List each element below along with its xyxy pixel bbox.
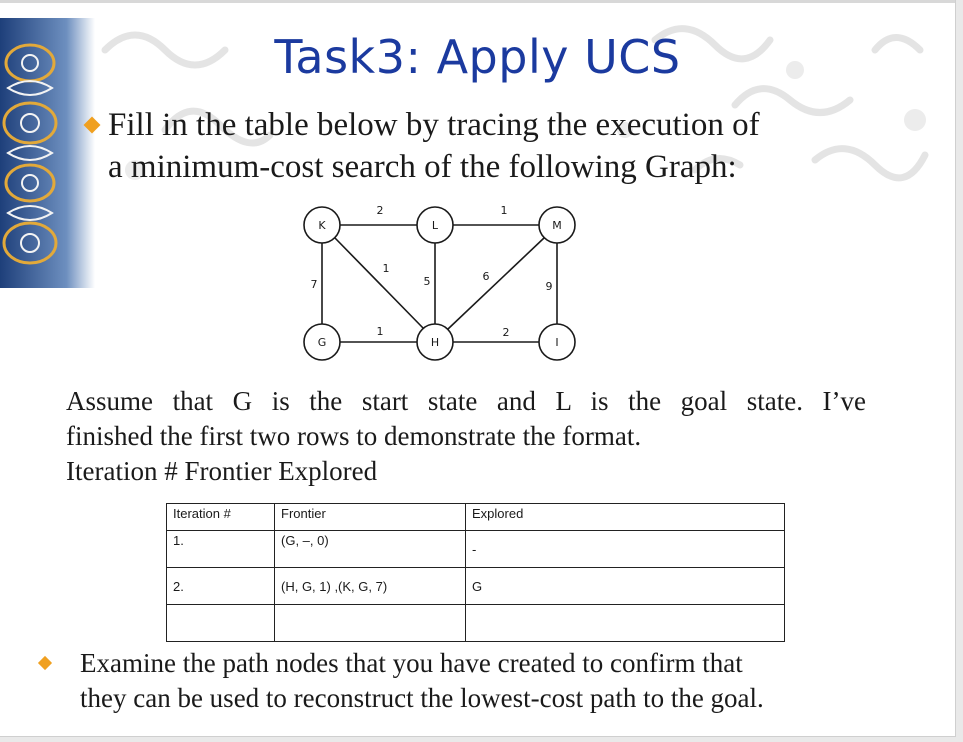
cell-frontier: (H, G, 1) ,(K, G, 7): [274, 567, 466, 605]
node-g: [303, 323, 341, 361]
header-iteration: Iteration #: [166, 503, 275, 531]
node-m-label: M: [552, 219, 562, 232]
edge-m-i-cost: 9: [546, 280, 553, 293]
node-g-label: G: [318, 336, 327, 349]
table-row: [166, 604, 785, 642]
node-k: [303, 206, 341, 244]
table-row: 1. (G, –, 0) -: [166, 530, 785, 568]
edge-h-i-cost: 2: [503, 326, 510, 339]
edge-k-h-cost: 1: [383, 262, 390, 275]
node-i-label: I: [555, 336, 558, 349]
cell-iteration: 2.: [166, 567, 275, 605]
ucs-trace-table: Iteration # Frontier Explored 1. (G, –, …: [166, 503, 785, 642]
examine-bullet-icon: [37, 655, 53, 671]
intro-line-2: a minimum-cost search of the following G…: [108, 149, 737, 185]
cell-explored: -: [465, 530, 785, 568]
cell-frontier: [274, 604, 466, 642]
edge-l-m-cost: 1: [501, 204, 508, 217]
node-m: [538, 206, 576, 244]
assumption-line-2: finished the first two rows to demonstra…: [66, 421, 642, 451]
header-frontier: Frontier: [274, 503, 466, 531]
edge-k-h: [334, 237, 425, 330]
assumption-line-3: Iteration # Frontier Explored: [66, 456, 378, 486]
examine-line-1: Examine the path nodes that you have cre…: [80, 648, 743, 678]
intro-text: Fill in the table below by tracing the e…: [108, 104, 928, 188]
top-rule: [0, 0, 955, 3]
node-h-label: H: [431, 336, 439, 349]
assumption-line-1: Assume that G is the start state and L i…: [66, 386, 866, 416]
table-header-row: Iteration # Frontier Explored: [166, 503, 785, 531]
header-explored: Explored: [465, 503, 785, 531]
edge-k-g-cost: 7: [311, 278, 318, 291]
search-graph: K L M G H I 2 1 7 1 5 6 9 1 2: [303, 204, 576, 361]
edge-l-h-cost: 5: [424, 275, 431, 288]
cell-frontier: (G, –, 0): [274, 530, 466, 568]
node-l: [416, 206, 454, 244]
cell-explored: G: [465, 567, 785, 605]
node-i: [538, 323, 576, 361]
node-h: [416, 323, 454, 361]
edge-k-l-cost: 2: [377, 204, 384, 217]
table-row: 2. (H, G, 1) ,(K, G, 7) G: [166, 567, 785, 605]
cell-iteration: [166, 604, 275, 642]
node-l-label: L: [432, 219, 439, 232]
cell-explored: [465, 604, 785, 642]
header-texture-decoration: [101, 25, 929, 182]
assumption-text: Assume that G is the start state and L i…: [66, 384, 866, 489]
cell-iteration: 1.: [166, 530, 275, 568]
intro-line-1: Fill in the table below by tracing the e…: [108, 107, 760, 143]
examine-text: Examine the path nodes that you have cre…: [80, 646, 920, 716]
edge-m-h: [447, 237, 545, 330]
examine-line-2: they can be used to reconstruct the lowe…: [80, 683, 764, 713]
ornament-left-decoration: [0, 18, 95, 288]
edge-g-h-cost: 1: [377, 325, 384, 338]
node-k-label: K: [318, 219, 326, 232]
slide-title: Task3: Apply UCS: [274, 30, 681, 84]
edge-m-h-cost: 6: [483, 270, 490, 283]
